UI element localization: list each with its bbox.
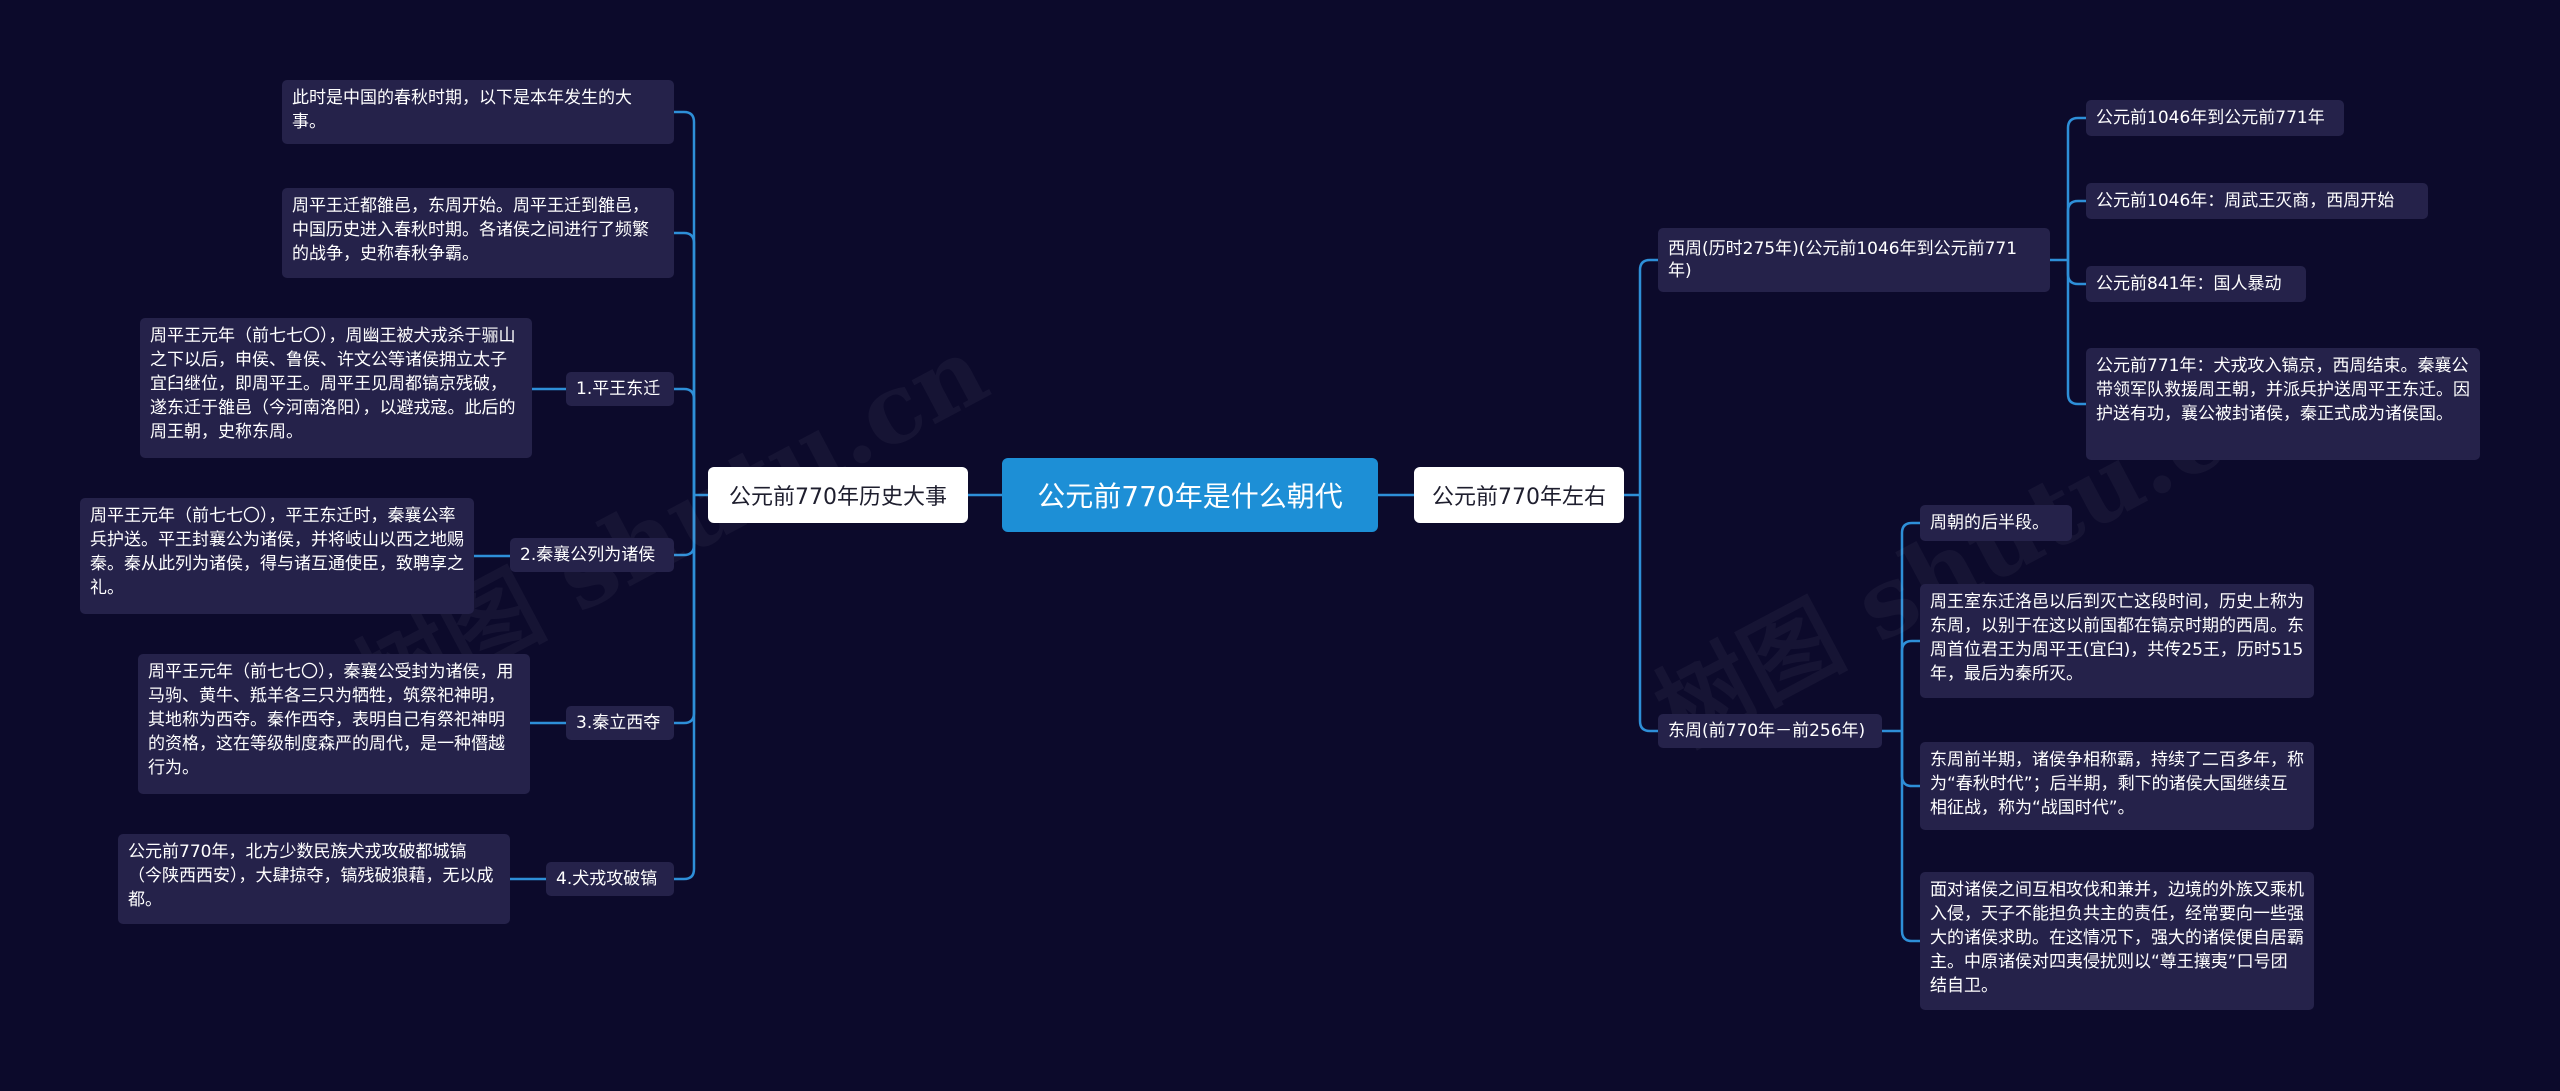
link-e-3 [1900, 731, 1920, 788]
eastern-zhou-item-3[interactable]: 东周前半期，诸侯争相称霸，持续了二百多年，称为“春秋时代”；后半期，剩下的诸侯大… [1920, 742, 2314, 830]
western-zhou-node[interactable]: 西周(历时275年)(公元前1046年到公元前771年) [1658, 228, 2050, 292]
left-item-detail-3[interactable]: 周平王元年（前七七〇），秦襄公受封为诸侯，用马驹、黄牛、羝羊各三只为牺牲，筑祭祀… [138, 654, 530, 794]
root-node[interactable]: 公元前770年是什么朝代 [1002, 458, 1378, 532]
left-item-detail-2[interactable]: 周平王元年（前七七〇），平王东迁时，秦襄公率兵护送。平王封襄公为诸侯，并将岐山以… [80, 498, 474, 614]
right-main-node[interactable]: 公元前770年左右 [1414, 467, 1624, 523]
western-zhou-item-2[interactable]: 公元前1046年：周武王灭商，西周开始 [2086, 183, 2428, 219]
eastern-zhou-node[interactable]: 东周(前770年－前256年) [1658, 714, 1882, 748]
left-main-node[interactable]: 公元前770年历史大事 [708, 467, 968, 523]
left-item-detail-4[interactable]: 公元前770年，北方少数民族犬戎攻破都城镐（今陕西西安），大肆掠夺，镐残破狼藉，… [118, 834, 510, 924]
link-w-2 [2066, 199, 2086, 260]
western-zhou-item-1[interactable]: 公元前1046年到公元前771年 [2086, 100, 2344, 136]
left-item-label-2[interactable]: 2.秦襄公列为诸侯 [510, 538, 674, 572]
link-w-4 [2066, 260, 2086, 406]
left-note-summary[interactable]: 此时是中国的春秋时期，以下是本年发生的大事。 [282, 80, 674, 144]
left-item-label-3[interactable]: 3.秦立西夺 [566, 706, 674, 740]
eastern-zhou-item-2[interactable]: 周王室东迁洛邑以后到灭亡这段时间，历史上称为东周，以别于在这以前国都在镐京时期的… [1920, 584, 2314, 698]
western-zhou-item-3[interactable]: 公元前841年：国人暴动 [2086, 266, 2306, 302]
eastern-zhou-item-4[interactable]: 面对诸侯之间互相攻伐和兼并，边境的外族又乘机入侵，天子不能担负共主的责任，经常要… [1920, 872, 2314, 1010]
western-zhou-item-4[interactable]: 公元前771年：犬戎攻入镐京，西周结束。秦襄公带领军队救援周王朝，并派兵护送周平… [2086, 348, 2480, 460]
link-w-1 [2066, 116, 2086, 260]
link-western [1638, 258, 1658, 495]
left-note-capital-move[interactable]: 周平王迁都雒邑，东周开始。周平王迁到雒邑，中国历史进入春秋时期。各诸侯之间进行了… [282, 188, 674, 278]
left-item-detail-1[interactable]: 周平王元年（前七七〇），周幽王被犬戎杀于骊山之下以后，申侯、鲁侯、许文公等诸侯拥… [140, 318, 532, 458]
link-w-3 [2066, 260, 2086, 286]
left-item-label-1[interactable]: 1.平王东迁 [566, 372, 674, 406]
eastern-zhou-item-1[interactable]: 周朝的后半段。 [1920, 505, 2072, 541]
left-item-label-4[interactable]: 4.犬戎攻破镐 [546, 862, 674, 896]
link-e-4 [1900, 731, 1920, 943]
